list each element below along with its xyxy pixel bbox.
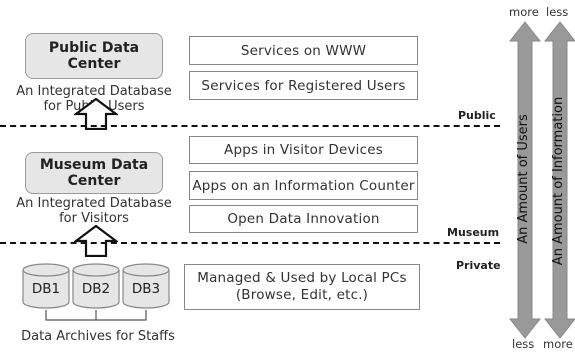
archives-bracket	[45, 310, 147, 321]
service-box-information-counter: Apps on an Information Counter	[189, 171, 418, 200]
service-box-visitor-devices: Apps in Visitor Devices	[189, 136, 418, 164]
museum-data-center-title-line2: Center	[67, 173, 121, 189]
public-caption-line1: An Integrated Database	[16, 84, 172, 99]
database-icon	[22, 263, 70, 309]
database-icon	[122, 263, 170, 309]
museum-caption-line1: An Integrated Database	[16, 196, 172, 211]
service-box-www: Services on WWW	[189, 36, 418, 65]
information-axis-arrow	[544, 21, 575, 339]
info-axis-top-label: less	[546, 5, 569, 19]
museum-divider-line	[0, 242, 500, 244]
users-axis-label: An Amount of Users	[516, 114, 531, 244]
database-cylinders	[22, 263, 170, 309]
zone-label-museum: Museum	[447, 226, 500, 239]
up-arrow-icon	[74, 225, 118, 257]
archives-caption: Data Archives for Staffs	[21, 329, 175, 344]
service-box-open-data: Open Data Innovation	[189, 205, 418, 233]
zone-label-public: Public	[458, 109, 496, 122]
db1-label: DB1	[31, 281, 61, 297]
database-icon	[72, 263, 120, 309]
db2-label: DB2	[81, 281, 111, 297]
public-data-center-box: Public Data Center	[25, 33, 163, 79]
service-box-registered-users: Services for Registered Users	[189, 71, 418, 100]
local-pcs-line1: Managed & Used by Local PCs	[197, 270, 407, 286]
museum-caption-line2: for Visitors	[59, 211, 129, 226]
db3-label: DB3	[131, 281, 161, 297]
public-divider-line	[0, 125, 500, 127]
info-axis-bottom-label: more	[543, 337, 573, 351]
public-data-center-title: Public Data Center	[48, 40, 140, 72]
up-arrow-icon	[74, 98, 118, 130]
zone-label-private: Private	[456, 259, 501, 272]
service-box-local-pcs: Managed & Used by Local PCs (Browse, Edi…	[184, 264, 420, 310]
museum-data-center-caption: An Integrated Database for Visitors	[5, 196, 183, 226]
museum-data-center-title-line1: Museum Data	[39, 157, 149, 173]
information-axis-label: An Amount of Information	[551, 96, 566, 266]
local-pcs-line2: (Browse, Edit, etc.)	[235, 287, 369, 303]
users-axis-top-label: more	[509, 5, 539, 19]
users-axis-bottom-label: less	[512, 337, 535, 351]
museum-data-center-box: Museum Data Center	[25, 152, 163, 194]
users-axis-arrow	[509, 21, 541, 339]
